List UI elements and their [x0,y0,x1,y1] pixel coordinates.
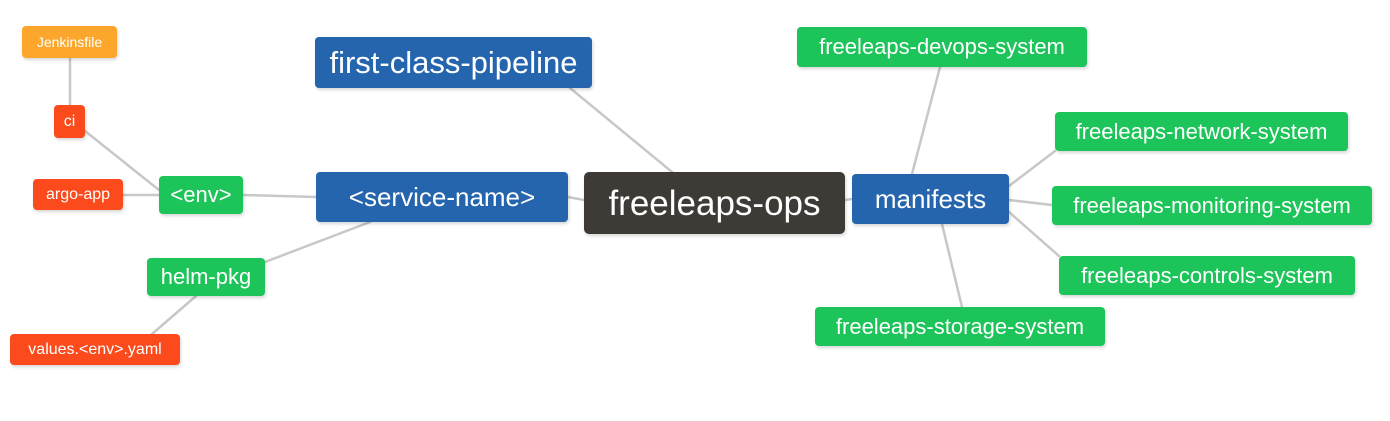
node-label-argo-app: argo-app [45,185,111,203]
node-label-network-system: freeleaps-network-system [1075,118,1328,144]
edge-manifests-to-network-system [1007,149,1057,188]
node-monitoring-system[interactable]: freeleaps-monitoring-system [1052,186,1372,225]
node-label-controls-system: freeleaps-controls-system [1081,262,1333,288]
edge-service-name-to-freeleaps-ops [566,195,586,202]
node-label-monitoring-system: freeleaps-monitoring-system [1073,192,1351,218]
node-label-service-name: <service-name> [348,182,536,212]
node-label-env: <env> [170,182,232,207]
edge-first-class-pipeline-to-freeleaps-ops [568,86,674,174]
node-network-system[interactable]: freeleaps-network-system [1055,112,1348,151]
edge-env-to-service-name [241,193,318,199]
node-controls-system[interactable]: freeleaps-controls-system [1059,256,1355,295]
node-label-jenkinsfile: Jenkinsfile [36,34,103,50]
edge-manifests-to-storage-system [940,222,964,309]
node-freeleaps-ops[interactable]: freeleaps-ops [584,172,845,234]
node-service-name[interactable]: <service-name> [316,172,568,222]
edge-helm-pkg-to-service-name [263,220,372,264]
node-label-storage-system: freeleaps-storage-system [835,313,1085,339]
edge-manifests-to-monitoring-system [1007,198,1054,207]
node-storage-system[interactable]: freeleaps-storage-system [815,307,1105,346]
node-first-class-pipeline[interactable]: first-class-pipeline [315,37,592,88]
edge-values-yaml-to-helm-pkg [150,294,198,336]
node-argo-app[interactable]: argo-app [33,179,123,210]
node-label-devops-system: freeleaps-devops-system [819,34,1065,59]
node-label-first-class-pipeline: first-class-pipeline [329,45,578,80]
node-manifests[interactable]: manifests [852,174,1009,224]
node-helm-pkg[interactable]: helm-pkg [147,258,265,296]
node-label-freeleaps-ops: freeleaps-ops [608,183,821,223]
edge-manifests-to-devops-system [910,65,942,176]
node-ci[interactable]: ci [54,105,85,138]
node-label-values-yaml: values.<env>.yaml [28,340,162,358]
node-label-helm-pkg: helm-pkg [160,264,252,289]
node-env[interactable]: <env> [159,176,243,214]
node-devops-system[interactable]: freeleaps-devops-system [797,27,1087,67]
node-values-yaml[interactable]: values.<env>.yaml [10,334,180,365]
node-label-manifests: manifests [874,184,987,214]
edge-freeleaps-ops-to-manifests [843,197,854,202]
node-label-ci: ci [63,112,76,130]
node-jenkinsfile[interactable]: Jenkinsfile [22,26,117,58]
